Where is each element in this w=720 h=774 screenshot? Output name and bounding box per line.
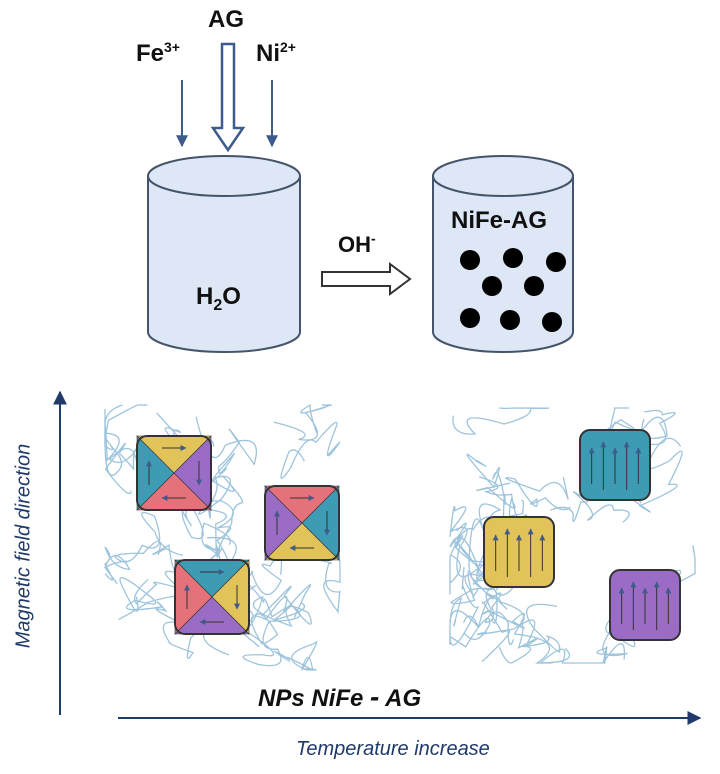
polymer-strand [452, 407, 550, 435]
polymer-strand [239, 606, 301, 667]
ni-label: Ni2+ [256, 39, 296, 67]
polymer-strand [549, 490, 630, 523]
multidomain-particle [174, 559, 250, 635]
multidomain-particle [136, 435, 212, 511]
nanoparticle [503, 248, 523, 268]
polymer-strand [273, 403, 333, 441]
nanoparticle [524, 276, 544, 296]
nanoparticle [500, 310, 520, 330]
polymer-strand [195, 416, 257, 483]
ag-hollow-arrow [210, 42, 246, 153]
polymer-strand [104, 442, 139, 495]
beaker-left [147, 155, 301, 353]
polymer-strand [181, 505, 231, 558]
nanoparticle [482, 276, 502, 296]
ag-label: AG [208, 6, 244, 33]
nanoparticles [460, 248, 566, 332]
polymer-strand [449, 505, 479, 578]
polymer-strand [119, 577, 186, 627]
polymer-strand [114, 511, 184, 563]
beaker-right [432, 155, 574, 353]
polymer-strand [300, 549, 341, 614]
water-label: H2O [196, 283, 241, 314]
polymer-strand [505, 476, 571, 511]
polymer-strand [538, 643, 626, 664]
polymer-strand [250, 584, 311, 645]
nanoparticle [542, 312, 562, 332]
polymer-strand [476, 595, 538, 650]
hydroxide-label: OH- [338, 230, 376, 257]
polymer-strand [481, 592, 515, 663]
polymer-strand [450, 570, 495, 605]
aligned-particle [483, 516, 555, 588]
polymer-strand [280, 421, 341, 479]
polymer-strand [273, 641, 318, 672]
reaction-arrow [321, 262, 412, 296]
x-axis-label: Temperature increase [296, 738, 490, 760]
nanoparticle [460, 250, 480, 270]
multidomain-particle [264, 485, 340, 561]
nife-ag-label: NiFe-AG [451, 207, 547, 234]
polymer-strand [104, 546, 131, 584]
nanoparticle [546, 252, 566, 272]
polymer-strand [481, 593, 571, 664]
fe-label: Fe3+ [136, 39, 180, 67]
polymer-strand [207, 536, 306, 621]
nps-nife-ag-label: NPs NiFe - AG [258, 681, 422, 712]
polymer-strand [449, 596, 480, 645]
y-axis-label: Magnetic field direction [12, 443, 35, 649]
polymer-strand [104, 404, 148, 451]
multidomain-particles [136, 435, 340, 635]
nanoparticle [460, 308, 480, 328]
polymer-strand [133, 544, 181, 605]
aligned-particle [609, 569, 681, 641]
aligned-particles [483, 429, 681, 641]
aligned-particle [579, 429, 651, 501]
